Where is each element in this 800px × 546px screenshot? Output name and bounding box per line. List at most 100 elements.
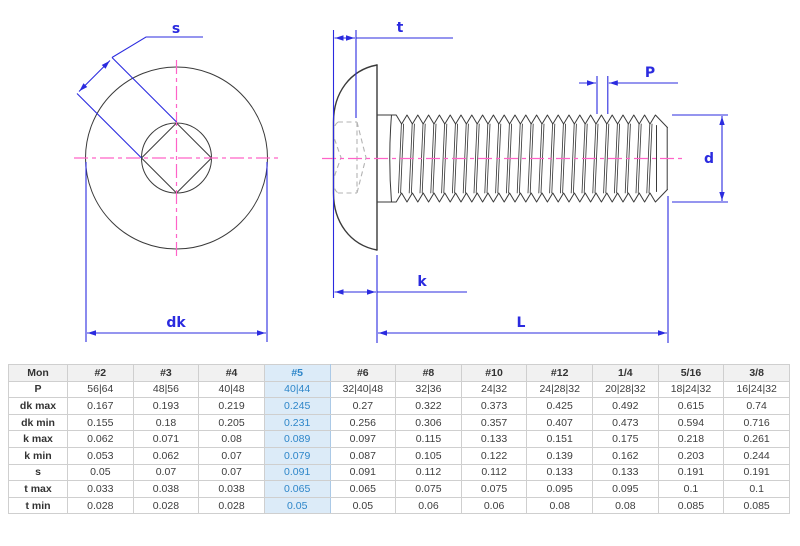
- s-dimension-line: [79, 61, 110, 92]
- table-row: dk max0.1670.1930.2190.2450.270.3220.373…: [9, 398, 790, 415]
- value-cell: 0.203: [658, 447, 724, 464]
- value-cell: 0.075: [461, 481, 527, 498]
- value-cell: 0.05: [264, 497, 330, 514]
- value-cell: 0.133: [593, 464, 659, 481]
- value-cell: 0.091: [264, 464, 330, 481]
- value-cell: 0.097: [330, 431, 396, 448]
- value-cell: 0.473: [593, 414, 659, 431]
- col-header-4[interactable]: #4: [199, 365, 265, 382]
- value-cell: 24|28|32: [527, 381, 593, 398]
- value-cell: 20|28|32: [593, 381, 659, 398]
- value-cell: 0.219: [199, 398, 265, 415]
- side-view: [322, 65, 683, 250]
- col-header-516[interactable]: 5/16: [658, 365, 724, 382]
- value-cell: 32|40|48: [330, 381, 396, 398]
- col-header-2[interactable]: #2: [68, 365, 134, 382]
- col-header-10[interactable]: #10: [461, 365, 527, 382]
- value-cell: 0.373: [461, 398, 527, 415]
- value-cell: 0.07: [199, 464, 265, 481]
- value-cell: 40|48: [199, 381, 265, 398]
- value-cell: 0.028: [68, 497, 134, 514]
- value-cell: 0.062: [133, 447, 199, 464]
- value-cell: 0.112: [461, 464, 527, 481]
- value-cell: 0.065: [330, 481, 396, 498]
- value-cell: 0.085: [724, 497, 790, 514]
- value-cell: 0.155: [68, 414, 134, 431]
- dim-label-d: d: [704, 151, 714, 167]
- value-cell: 0.053: [68, 447, 134, 464]
- value-cell: 0.087: [330, 447, 396, 464]
- col-header-14[interactable]: 1/4: [593, 365, 659, 382]
- col-header-3[interactable]: #3: [133, 365, 199, 382]
- value-cell: 0.08: [527, 497, 593, 514]
- value-cell: 0.322: [396, 398, 462, 415]
- col-header-6[interactable]: #6: [330, 365, 396, 382]
- t-extension-lines: [334, 30, 357, 298]
- value-cell: 0.151: [527, 431, 593, 448]
- col-header-38[interactable]: 3/8: [724, 365, 790, 382]
- front-centerline: [74, 60, 279, 256]
- table-row: s0.050.070.070.0910.0910.1120.1120.1330.…: [9, 464, 790, 481]
- col-header-5[interactable]: #5: [264, 365, 330, 382]
- dimensions-table: Mon#2#3#4#5#6#8#10#121/45/163/8P56|6448|…: [8, 364, 790, 514]
- table-row: dk min0.1550.180.2050.2310.2560.3060.357…: [9, 414, 790, 431]
- s-extension-lines: [77, 58, 177, 159]
- value-cell: 0.139: [527, 447, 593, 464]
- value-cell: 0.089: [264, 431, 330, 448]
- value-cell: 0.05: [330, 497, 396, 514]
- value-cell: 56|64: [68, 381, 134, 398]
- value-cell: 0.594: [658, 414, 724, 431]
- value-cell: 0.1: [724, 481, 790, 498]
- hidden-square-neck: [334, 122, 366, 193]
- col-header-8[interactable]: #8: [396, 365, 462, 382]
- table-row: t max0.0330.0380.0380.0650.0650.0750.075…: [9, 481, 790, 498]
- dim-label-L: L: [517, 315, 526, 331]
- value-cell: 0.122: [461, 447, 527, 464]
- value-cell: 0.112: [396, 464, 462, 481]
- value-cell: 0.256: [330, 414, 396, 431]
- table-row: k max0.0620.0710.080.0890.0970.1150.1330…: [9, 431, 790, 448]
- value-cell: 48|56: [133, 381, 199, 398]
- col-header-12[interactable]: #12: [527, 365, 593, 382]
- thread-bottom-edge: [377, 190, 667, 203]
- row-label: dk min: [9, 414, 68, 431]
- row-label: t min: [9, 497, 68, 514]
- value-cell: 0.1: [658, 481, 724, 498]
- value-cell: 0.06: [461, 497, 527, 514]
- value-cell: 0.091: [330, 464, 396, 481]
- row-label: P: [9, 381, 68, 398]
- value-cell: 24|32: [461, 381, 527, 398]
- value-cell: 0.407: [527, 414, 593, 431]
- row-label: k max: [9, 431, 68, 448]
- row-label: t max: [9, 481, 68, 498]
- dim-label-dk: dk: [166, 315, 186, 331]
- value-cell: 0.244: [724, 447, 790, 464]
- value-cell: 0.218: [658, 431, 724, 448]
- col-header-Mon[interactable]: Mon: [9, 365, 68, 382]
- value-cell: 0.492: [593, 398, 659, 415]
- value-cell: 0.028: [133, 497, 199, 514]
- value-cell: 18|24|32: [658, 381, 724, 398]
- value-cell: 0.425: [527, 398, 593, 415]
- value-cell: 0.06: [396, 497, 462, 514]
- bolt-technical-drawing: s dk t P d k: [0, 0, 800, 362]
- value-cell: 0.05: [68, 464, 134, 481]
- row-label: s: [9, 464, 68, 481]
- value-cell: 0.095: [593, 481, 659, 498]
- value-cell: 0.075: [396, 481, 462, 498]
- value-cell: 0.231: [264, 414, 330, 431]
- dim-label-s: s: [172, 21, 180, 37]
- dim-label-P: P: [645, 65, 655, 81]
- value-cell: 16|24|32: [724, 381, 790, 398]
- table-row: k min0.0530.0620.070.0790.0870.1050.1220…: [9, 447, 790, 464]
- value-cell: 0.033: [68, 481, 134, 498]
- value-cell: 0.079: [264, 447, 330, 464]
- value-cell: 0.071: [133, 431, 199, 448]
- value-cell: 0.306: [396, 414, 462, 431]
- value-cell: 0.028: [199, 497, 265, 514]
- value-cell: 0.27: [330, 398, 396, 415]
- value-cell: 0.162: [593, 447, 659, 464]
- value-cell: 0.245: [264, 398, 330, 415]
- value-cell: 0.205: [199, 414, 265, 431]
- table-row: P56|6448|5640|4840|4432|40|4832|3624|322…: [9, 381, 790, 398]
